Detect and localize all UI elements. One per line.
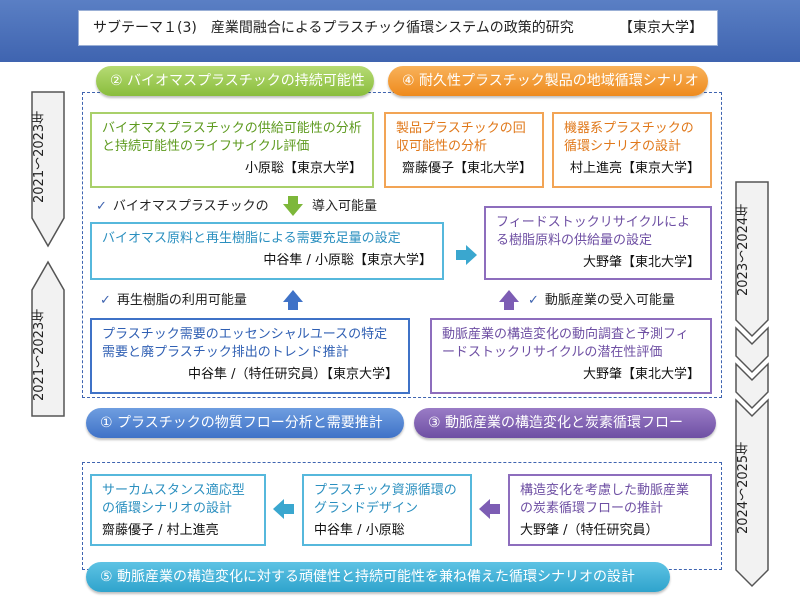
page-title: サブテーマ１(3) 産業間融合によるプラスチック循環システムの政策的研究 【東京… xyxy=(78,10,718,46)
period-arrow-left-top xyxy=(31,91,65,248)
pill-theme-3: ③ 動脈産業の構造変化と炭素循環フロー xyxy=(414,408,716,438)
box-title: サーカムスタンス適応型の循環シナリオの設計 xyxy=(102,483,245,516)
box-author: 小原聡【東京大学】 xyxy=(244,161,362,176)
arrow-left-icon xyxy=(479,499,500,519)
box-title: 構造変化を考慮した動脈産業の炭素循環フローの推計 xyxy=(520,483,690,516)
box-circumstance: サーカムスタンス適応型の循環シナリオの設計 齋藤優子 / 村上進亮 xyxy=(90,474,266,546)
box-title: 製品プラスチックの回収可能性の分析 xyxy=(396,121,526,154)
box-grand-design: プラスチック資源循環のグランドデザイン 中谷隼 / 小原聡 xyxy=(302,474,472,546)
box-machinery: 機器系プラスチックの循環シナリオの設計 村上進亮【東京大学】 xyxy=(552,112,712,188)
period-arrow-right xyxy=(735,181,769,588)
box-title: 動脈産業の構造変化の動向調査と予測フィードストックリサイクルの潜在性評価 xyxy=(442,327,689,360)
arrow-down-icon xyxy=(283,196,303,216)
box-author: 中谷隼 / 小原聡【東京大学】 xyxy=(263,253,432,268)
box-author: 大野肇 /（特任研究員） xyxy=(520,523,659,538)
header-affiliation: 【東京大学】 xyxy=(619,20,703,36)
box-title: バイオマス原料と再生樹脂による需要充足量の設定 xyxy=(102,231,401,246)
arrow-right-icon xyxy=(456,245,477,265)
box-biomass-lca: バイオマスプラスチックの供給可能性の分析と持続可能性のライフサイクル評価 小原聡… xyxy=(90,112,374,188)
box-demand-sufficiency: バイオマス原料と再生樹脂による需要充足量の設定 中谷隼 / 小原聡【東京大学】 xyxy=(90,222,444,280)
box-title: プラスチック資源循環のグランドデザイン xyxy=(314,483,457,516)
check-icon: ✓ xyxy=(528,293,539,308)
pill-theme-5: ⑤ 動脈産業の構造変化に対する頑健性と持続可能性を兼ね備えた循環シナリオの設計 xyxy=(86,562,670,592)
arrow-up-icon xyxy=(499,290,519,310)
period-arrow-left-bottom xyxy=(31,260,65,417)
label-biomass-intro: ✓バイオマスプラスチックの xyxy=(96,199,269,214)
pill-theme-1: ① プラスチックの物質フロー分析と需要推計 xyxy=(86,408,404,438)
arrow-left-icon xyxy=(273,499,294,519)
box-author: 中谷隼 /（特任研究員）【東京大学】 xyxy=(187,367,398,382)
box-arterial-trend: 動脈産業の構造変化の動向調査と予測フィードストックリサイクルの潜在性評価 大野肇… xyxy=(430,318,712,394)
period-label-right-middle: 2023～2024年 xyxy=(736,203,751,297)
box-author: 村上進亮【東京大学】 xyxy=(569,161,700,176)
box-author: 大野肇【東北大学】 xyxy=(582,367,700,382)
pill-theme-2: ② バイオマスプラスチックの持続可能性 xyxy=(96,66,374,96)
box-title: バイオマスプラスチックの供給可能性の分析と持続可能性のライフサイクル評価 xyxy=(102,121,362,154)
label-recycled-use: ✓再生樹脂の利用可能量 xyxy=(100,293,247,308)
box-feedstock-supply: フィードストックリサイクルによる樹脂原料の供給量の設定 大野肇【東北大学】 xyxy=(484,206,712,280)
box-essential-use: プラスチック需要のエッセンシャルユースの特定需要と廃プラスチック排出のトレンド推… xyxy=(90,318,410,394)
box-author: 齋藤優子【東北大学】 xyxy=(401,161,532,176)
box-product-recovery: 製品プラスチックの回収可能性の分析 齋藤優子【東北大学】 xyxy=(384,112,544,188)
period-label-left-top: 2021～2023年 xyxy=(32,110,47,204)
period-label-right-bottom: 2024～2025年 xyxy=(736,441,751,535)
box-carbon-flow: 構造変化を考慮した動脈産業の炭素循環フローの推計 大野肇 /（特任研究員） xyxy=(508,474,712,546)
pill-theme-4: ④ 耐久性プラスチック製品の地域循環シナリオ xyxy=(388,66,708,96)
subtheme-title: サブテーマ１(3) 産業間融合によるプラスチック循環システムの政策的研究 xyxy=(93,20,574,36)
box-author: 大野肇【東北大学】 xyxy=(582,255,700,270)
arrow-up-icon xyxy=(283,290,303,310)
box-author: 齋藤優子 / 村上進亮 xyxy=(102,523,219,538)
check-icon: ✓ xyxy=(96,199,107,214)
period-label-left-bottom: 2021～2023年 xyxy=(32,308,47,402)
check-icon: ✓ xyxy=(100,293,111,308)
box-title: プラスチック需要のエッセンシャルユースの特定需要と廃プラスチック排出のトレンド推… xyxy=(102,327,388,360)
box-title: 機器系プラスチックの循環シナリオの設計 xyxy=(564,121,694,154)
label-arterial-accept: ✓動脈産業の受入可能量 xyxy=(528,293,675,308)
label-intro-amount: 導入可能量 xyxy=(312,199,378,214)
box-title: フィードストックリサイクルによる樹脂原料の供給量の設定 xyxy=(496,215,691,248)
box-author: 中谷隼 / 小原聡 xyxy=(314,523,405,538)
